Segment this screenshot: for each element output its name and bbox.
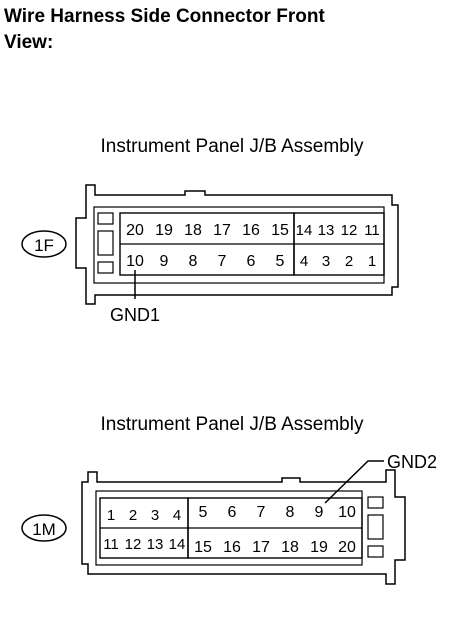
pin-label: 11 [364, 222, 380, 239]
pin-row-bottom-1m: 11 12 13 14 15 16 17 18 19 20 [103, 536, 356, 556]
pin-label: 20 [338, 539, 356, 556]
pin-label: 8 [286, 504, 295, 521]
pin-label: 16 [242, 222, 260, 239]
pin-label: 19 [310, 539, 328, 556]
pin-label: 3 [151, 507, 159, 524]
pin-row-top-1m: 1 2 3 4 5 6 7 8 9 10 [107, 504, 356, 524]
connector-id-1m: 1M [32, 520, 56, 539]
pin-label: 17 [252, 539, 270, 556]
latch-top-1f [97, 212, 114, 225]
connector-id-badge-1f [21, 230, 67, 258]
pin-label: 12 [341, 222, 358, 239]
ground-label-gnd2: GND2 [387, 452, 437, 472]
pin-label: 14 [169, 536, 186, 553]
pin-row-top-1f: 20 19 18 17 16 15 14 13 12 11 [126, 222, 380, 239]
pin-label: 1 [368, 253, 376, 270]
pin-label: 6 [247, 253, 256, 270]
assembly-label-1m: Instrument Panel J/B Assembly [101, 414, 364, 435]
pin-label: 9 [160, 253, 169, 270]
pin-label: 14 [296, 222, 313, 239]
connector-1f: Instrument Panel J/B Assembly 1F 20 19 1… [21, 136, 399, 325]
pin-label: 6 [228, 504, 237, 521]
pin-label: 15 [194, 539, 212, 556]
assembly-label-1f: Instrument Panel J/B Assembly [101, 136, 364, 157]
pin-label: 17 [213, 222, 231, 239]
pin-label: 11 [103, 536, 119, 553]
heading-line-2: View: [4, 32, 54, 53]
pin-row-bottom-1f: 10 9 8 7 6 5 4 3 2 1 [126, 253, 376, 270]
housing-1m [81, 469, 406, 585]
heading-line-1: Wire Harness Side Connector Front [4, 6, 325, 27]
pin-label: 8 [189, 253, 198, 270]
pin-label: 15 [271, 222, 289, 239]
connector-id-1f: 1F [34, 236, 54, 255]
latch-mid-1m [367, 514, 384, 540]
pin-label: 7 [218, 253, 227, 270]
pin-label: 10 [338, 504, 356, 521]
pin-label: 20 [126, 222, 144, 239]
latch-top-1m [367, 496, 384, 509]
housing-1f [75, 184, 399, 305]
page-heading: Wire Harness Side Connector Front View: [4, 4, 444, 56]
pin-label: 18 [184, 222, 202, 239]
pin-label: 4 [173, 507, 181, 524]
pin-label: 18 [281, 539, 299, 556]
housing-inner-1f [93, 206, 385, 284]
pin-label: 2 [345, 253, 353, 270]
pin-label: 1 [107, 507, 115, 524]
pin-label: 7 [257, 504, 266, 521]
pin-label: 12 [125, 536, 142, 553]
pin-label: 5 [199, 504, 208, 521]
pin-label: 2 [129, 507, 137, 524]
pin-label: 16 [223, 539, 241, 556]
pin-label: 13 [147, 536, 164, 553]
pin-label: 19 [155, 222, 173, 239]
pin-label: 3 [322, 253, 330, 270]
gnd2-leader-line [324, 460, 384, 504]
pin-label: 13 [318, 222, 335, 239]
ground-label-gnd1: GND1 [110, 305, 160, 325]
pin-label: 5 [276, 253, 285, 270]
connector-1m: Instrument Panel J/B Assembly 1M 1 2 3 4… [21, 414, 437, 585]
pin-label: 4 [300, 253, 308, 270]
pin-label: 9 [315, 504, 324, 521]
latch-bottom-1f [97, 261, 114, 274]
pin-label: 10 [126, 253, 144, 270]
latch-mid-1f [97, 230, 114, 256]
latch-bottom-1m [367, 545, 384, 558]
connector-id-badge-1m [21, 514, 67, 542]
